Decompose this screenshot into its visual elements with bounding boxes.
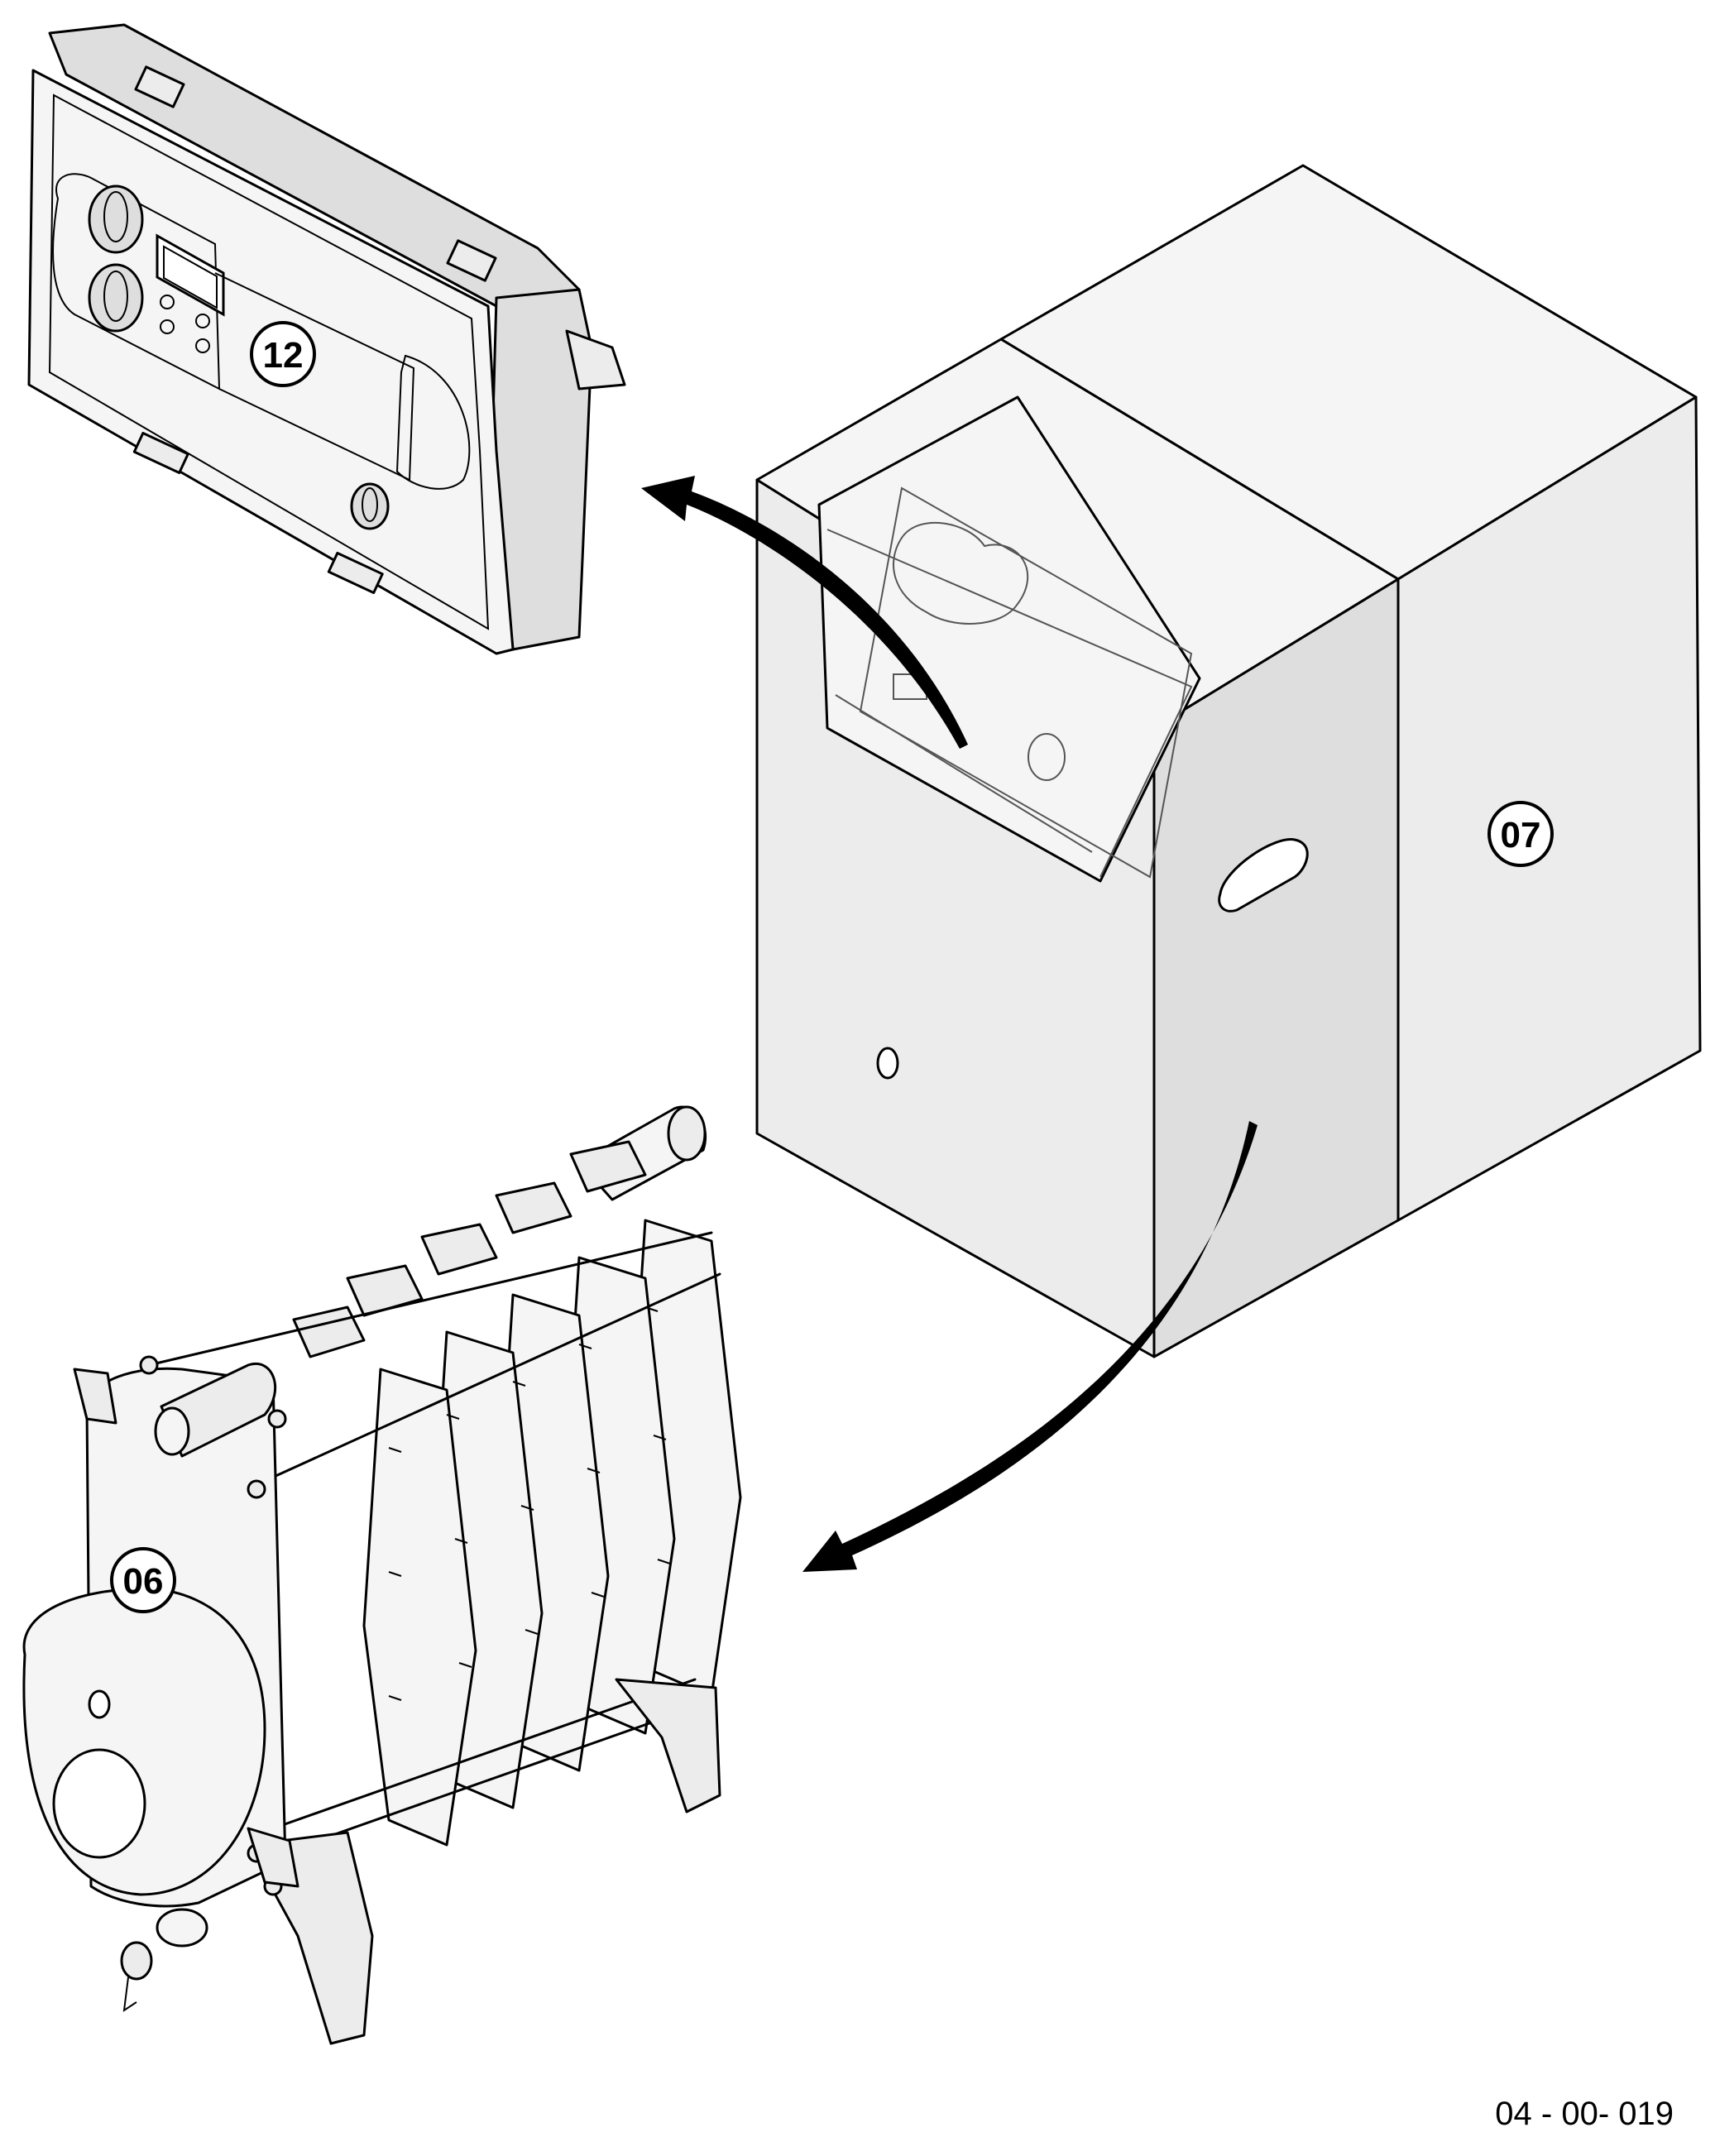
button-icon bbox=[160, 295, 175, 309]
arrow-to-control-panel bbox=[641, 476, 968, 749]
callout-12: 12 bbox=[250, 321, 316, 387]
control-panel bbox=[27, 23, 626, 655]
drain-valve-icon bbox=[120, 1908, 208, 2013]
knob-icon bbox=[88, 184, 144, 254]
svg-text:06: 06 bbox=[123, 1561, 164, 1602]
button-icon bbox=[160, 319, 175, 334]
figure-code: 04 - 00- 019 bbox=[1495, 2096, 1674, 2132]
button-icon bbox=[195, 314, 210, 328]
heat-exchanger bbox=[22, 1105, 742, 2045]
display-screen bbox=[156, 233, 225, 317]
callout-06: 06 bbox=[110, 1547, 176, 1613]
knob-icon bbox=[88, 263, 144, 333]
callout-07: 07 bbox=[1487, 801, 1554, 867]
svg-text:07: 07 bbox=[1501, 815, 1541, 855]
knob-icon bbox=[350, 482, 390, 530]
indicator-hole bbox=[876, 1047, 899, 1080]
svg-text:12: 12 bbox=[263, 335, 304, 376]
boiler-casing bbox=[755, 164, 1702, 1358]
button-icon bbox=[195, 338, 210, 353]
handle-slot bbox=[1218, 838, 1309, 913]
